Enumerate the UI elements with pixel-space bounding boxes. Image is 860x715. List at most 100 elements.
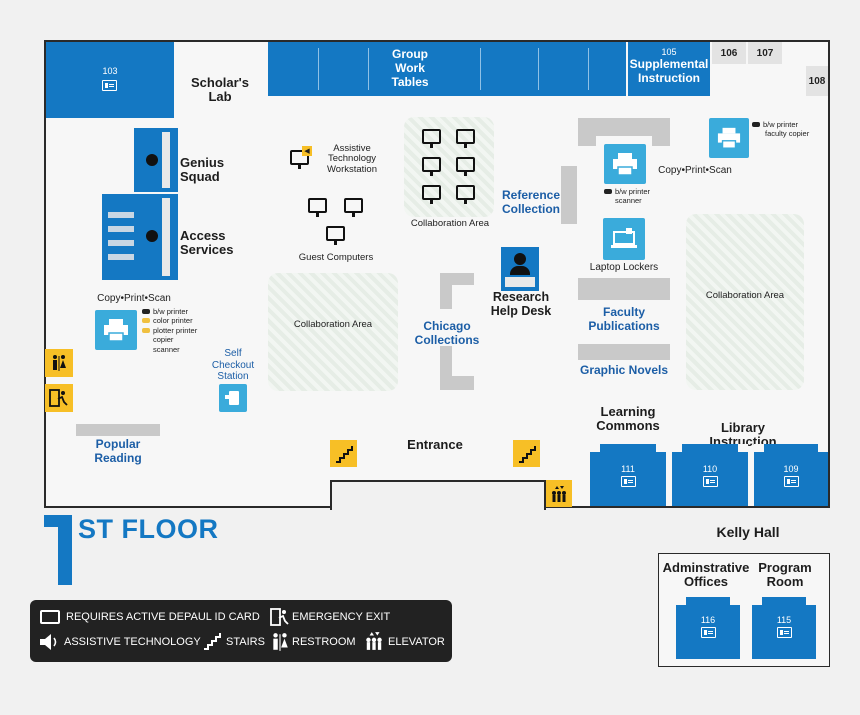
- chicago-collections-label: Chicago Collections: [414, 319, 480, 347]
- desk-counter: [162, 132, 170, 188]
- group-work-label: Group Work Tables: [391, 47, 429, 89]
- desk-counter: [505, 277, 535, 287]
- monitor-icon: [344, 198, 363, 217]
- monitor-icon: [456, 185, 475, 204]
- shelf: [578, 136, 596, 146]
- room-notch: [806, 597, 816, 605]
- staff-icon: [146, 154, 158, 166]
- room-105[interactable]: 105 Supplemental Instruction: [628, 42, 710, 96]
- shelf: [440, 376, 474, 390]
- legend-stairs-icon: [204, 633, 221, 650]
- room-103-cutout: [174, 62, 268, 118]
- laptop-lockers[interactable]: [603, 218, 645, 260]
- stairs-icon[interactable]: [330, 440, 357, 467]
- printer-center[interactable]: [604, 144, 646, 184]
- graphic-novels-label: Graphic Novels: [579, 363, 669, 377]
- group-work-tables[interactable]: Group Work Tables: [268, 42, 626, 96]
- collaboration-area-top[interactable]: [404, 117, 494, 217]
- room-115[interactable]: 115: [752, 597, 816, 659]
- admin-offices-label: Adminstrative Offices: [662, 560, 750, 590]
- id-card-icon: [672, 476, 748, 487]
- monitor-icon: [456, 129, 475, 148]
- divider: [368, 48, 369, 90]
- legend-elevator: ELEVATOR: [388, 636, 445, 648]
- entrance-label: Entrance: [407, 437, 463, 452]
- room-111-number: 111: [621, 464, 635, 474]
- floor-number: 1: [44, 515, 74, 587]
- printer-item: b/w printer: [604, 187, 664, 196]
- laptop-lockers-label: Laptop Lockers: [589, 262, 659, 273]
- printer-left[interactable]: [95, 310, 137, 350]
- assistive-tech-workstation[interactable]: ◀: [290, 146, 320, 170]
- monitor-icon: [422, 129, 441, 148]
- room-106[interactable]: 106: [712, 42, 746, 64]
- printer-item: faculty copier: [765, 129, 810, 139]
- room-notch: [752, 597, 762, 605]
- emergency-exit-icon: [45, 384, 73, 412]
- monitor-icon: [326, 226, 345, 245]
- room-109-number: 109: [783, 464, 799, 474]
- room-notch: [590, 444, 600, 452]
- collaboration-area-right[interactable]: [686, 214, 804, 390]
- self-checkout-icon: [225, 391, 239, 405]
- printer-icon: [613, 153, 637, 175]
- room-108[interactable]: 108: [806, 66, 828, 96]
- shelf: [652, 136, 670, 146]
- reference-collection-label: Reference Collection: [501, 188, 561, 216]
- monitor-icon: [308, 198, 327, 217]
- access-services-desk[interactable]: [102, 194, 178, 280]
- self-checkout-station[interactable]: [219, 384, 247, 412]
- restroom-icon: [45, 349, 73, 377]
- kelly-hall-label: Kelly Hall: [716, 524, 780, 540]
- genius-squad-desk[interactable]: [134, 128, 178, 192]
- legend-stairs: STAIRS: [226, 636, 265, 648]
- entrance-notch: [330, 480, 546, 510]
- shelf: [578, 278, 670, 300]
- learning-commons-label: Learning Commons: [596, 404, 660, 434]
- shelf-line: [108, 226, 134, 232]
- faculty-publications-label: Faculty Publications: [588, 305, 660, 333]
- room-notch: [754, 444, 764, 452]
- room-105-name: Supplemental Instruction: [629, 57, 709, 85]
- divider: [538, 48, 539, 90]
- program-room-label: Program Room: [758, 560, 812, 590]
- printer-center-list: b/w printer scanner: [604, 187, 664, 206]
- shelf-line: [108, 212, 134, 218]
- assistive-technology-icon: ◀: [302, 146, 312, 156]
- shelf: [440, 273, 474, 285]
- shelf: [578, 118, 670, 136]
- floor-number-stem: [58, 515, 72, 585]
- room-103-number: 103: [102, 66, 118, 76]
- printer-item: plotter printer: [142, 326, 212, 335]
- id-card-icon: [676, 627, 740, 638]
- room-103[interactable]: 103: [46, 42, 174, 118]
- elevator-icon[interactable]: [546, 480, 572, 507]
- floor-number-text: 1: [44, 515, 45, 516]
- staff-icon: [146, 230, 158, 242]
- guest-computers[interactable]: [306, 196, 368, 246]
- shelf: [440, 346, 452, 376]
- research-help-desk-label: Research Help Desk: [490, 290, 552, 318]
- research-help-desk[interactable]: [501, 247, 539, 291]
- room-105-number: 105: [661, 47, 677, 57]
- printer-icon: [717, 127, 741, 149]
- printer-item: b/w printer: [142, 307, 212, 316]
- printer-right-list: b/w printer faculty copier: [752, 120, 822, 139]
- id-card-icon: [754, 476, 828, 487]
- room-110[interactable]: 110: [672, 444, 748, 506]
- room-109[interactable]: 109: [754, 444, 828, 506]
- room-116[interactable]: 116: [676, 597, 740, 659]
- printer-item: b/w printer: [752, 120, 822, 129]
- room-notch: [672, 444, 682, 452]
- stairs-icon[interactable]: [513, 440, 540, 467]
- divider: [318, 48, 319, 90]
- collaboration-area-left[interactable]: [268, 273, 398, 391]
- room-111[interactable]: 111: [590, 444, 666, 506]
- room-107[interactable]: 107: [748, 42, 782, 64]
- copy-print-scan-left-label: Copy•Print•Scan: [97, 293, 171, 304]
- shelf: [76, 424, 160, 436]
- floor-title: ST FLOOR: [78, 514, 219, 544]
- monitor-icon: [422, 185, 441, 204]
- divider: [588, 48, 589, 90]
- printer-right[interactable]: [709, 118, 749, 158]
